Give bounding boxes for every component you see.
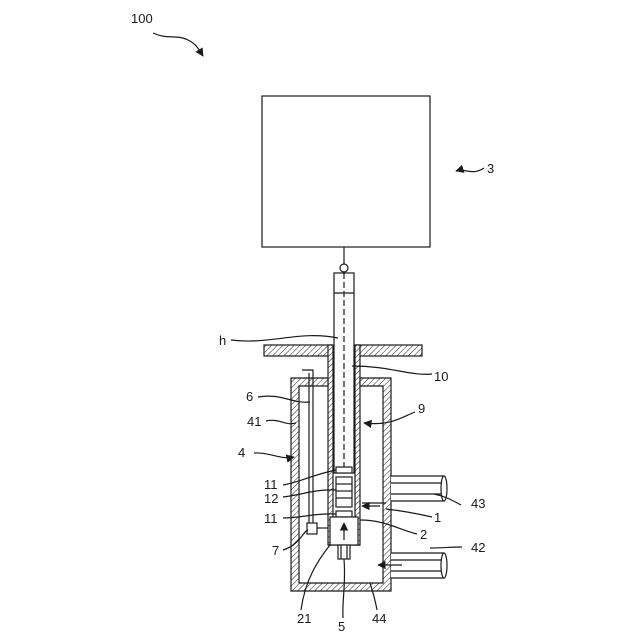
label-7: 7 — [272, 543, 279, 558]
label-43: 43 — [471, 496, 485, 511]
nozzle — [338, 545, 350, 559]
sleeve-right-wall — [355, 345, 360, 545]
sensor-block — [307, 523, 317, 534]
element-11-top — [336, 467, 352, 473]
label-h: h — [219, 333, 226, 348]
element-12 — [336, 477, 352, 507]
label-21: 21 — [297, 611, 311, 626]
element-11-bottom — [336, 511, 352, 517]
label-11-top: 11 — [264, 477, 278, 492]
label-6: 6 — [246, 389, 253, 404]
label-5: 5 — [338, 619, 345, 634]
flange-right — [356, 345, 422, 356]
sensor-rod — [302, 370, 313, 530]
sleeve-left-wall — [328, 345, 333, 545]
label-10: 10 — [434, 369, 448, 384]
label-11-bottom: 11 — [264, 511, 278, 526]
label-1: 1 — [434, 510, 441, 525]
label-9: 9 — [418, 401, 425, 416]
label-12: 12 — [264, 491, 278, 506]
outlet-pipe-43 — [391, 476, 444, 501]
label-42: 42 — [471, 540, 485, 555]
label-2: 2 — [420, 527, 427, 542]
label-100: 100 — [131, 11, 153, 26]
connector-ball — [340, 264, 348, 272]
label-41: 41 — [247, 414, 261, 429]
label-4: 4 — [238, 445, 245, 460]
label-3: 3 — [487, 161, 494, 176]
drive-unit-box — [262, 96, 430, 247]
label-44: 44 — [372, 611, 386, 626]
flange-left — [264, 345, 332, 356]
